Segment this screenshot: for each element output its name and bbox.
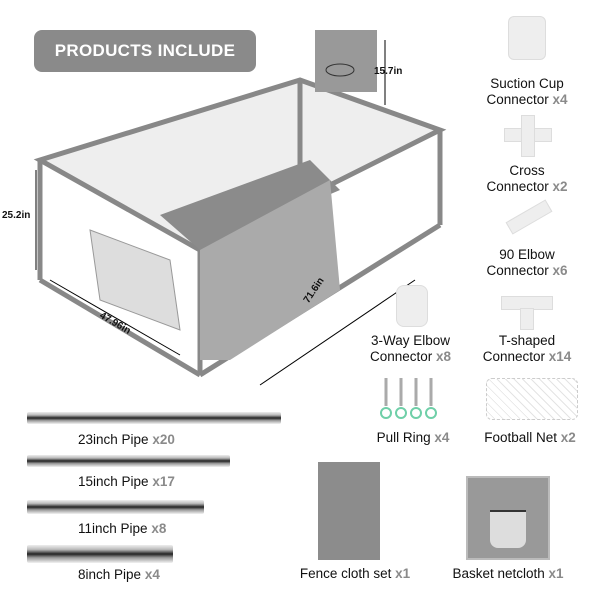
pipe-8inch-label: 8inch Pipe x4 — [78, 567, 160, 582]
pipe-15inch-label: 15inch Pipe x17 — [78, 474, 175, 489]
fence-cloth-panel — [200, 180, 340, 360]
football-net-icon — [486, 378, 578, 420]
length-line — [259, 279, 416, 386]
fence-cloth-label: Fence cloth set x1 — [299, 566, 411, 581]
basket-netcloth-label: Basket netcloth x1 — [452, 566, 564, 581]
products-include-banner: PRODUCTS INCLUDE — [34, 30, 256, 72]
suction-cup-connector-icon — [508, 16, 546, 60]
basket-netcloth-icon — [466, 476, 550, 560]
pipe-15inch-icon — [27, 455, 230, 467]
pull-ring-icon — [380, 378, 437, 419]
basketball-hoop — [315, 30, 377, 92]
three-way-connector-icon — [396, 285, 428, 327]
pipe-23inch-icon — [27, 412, 281, 424]
height-label: 25.2in — [2, 210, 31, 221]
pipe-23inch-label: 23inch Pipe x20 — [78, 432, 175, 447]
cross-connector-icon-stem — [521, 115, 535, 157]
football-net-label: Football Net x2 — [484, 430, 576, 445]
pipe-8inch-icon — [27, 545, 173, 563]
width-line — [49, 279, 181, 356]
pipe-11inch-label: 11inch Pipe x8 — [78, 521, 167, 536]
basket-net-icon — [490, 510, 526, 548]
football-goal — [89, 229, 181, 331]
elbow-connector-icon — [505, 199, 553, 235]
fence-cloth-icon — [318, 462, 380, 560]
pipe-11inch-icon — [27, 500, 204, 514]
playpen-floor — [160, 160, 340, 250]
basket-height-label: 15.7in — [374, 66, 403, 77]
playpen-illustration — [33, 30, 447, 386]
pull-ring-label: Pull Ring x4 — [376, 430, 450, 445]
t-connector-icon-stem — [520, 308, 534, 330]
hoop-ring — [325, 63, 355, 77]
